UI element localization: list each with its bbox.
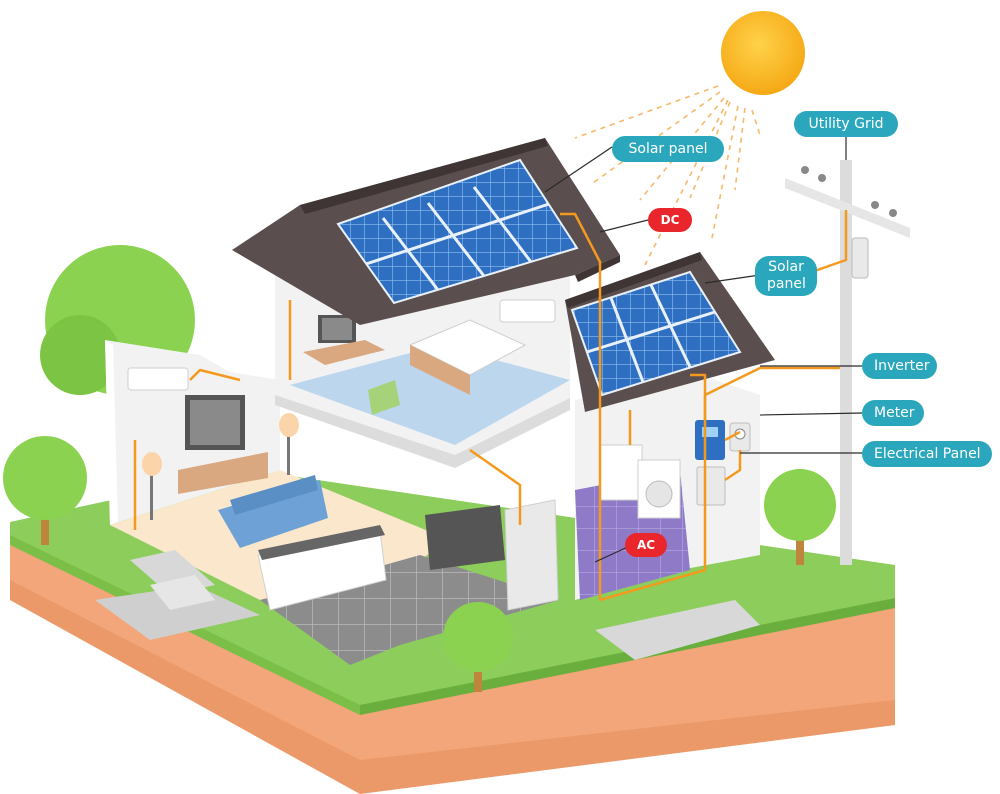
solar-panel-secondary-label: Solar panel bbox=[755, 256, 817, 296]
ac-badge: AC bbox=[625, 533, 667, 557]
meter-label: Meter bbox=[862, 400, 924, 426]
dc-badge: DC bbox=[648, 208, 692, 232]
sun-icon bbox=[721, 11, 805, 95]
solar-panel-label: Solar panel bbox=[612, 136, 724, 162]
inverter-label: Inverter bbox=[862, 353, 937, 379]
utility-grid-label: Utility Grid bbox=[794, 111, 898, 137]
electrical-panel-icon bbox=[697, 467, 725, 505]
electrical-panel-label: Electrical Panel bbox=[862, 441, 992, 467]
inverter-icon bbox=[695, 420, 725, 460]
